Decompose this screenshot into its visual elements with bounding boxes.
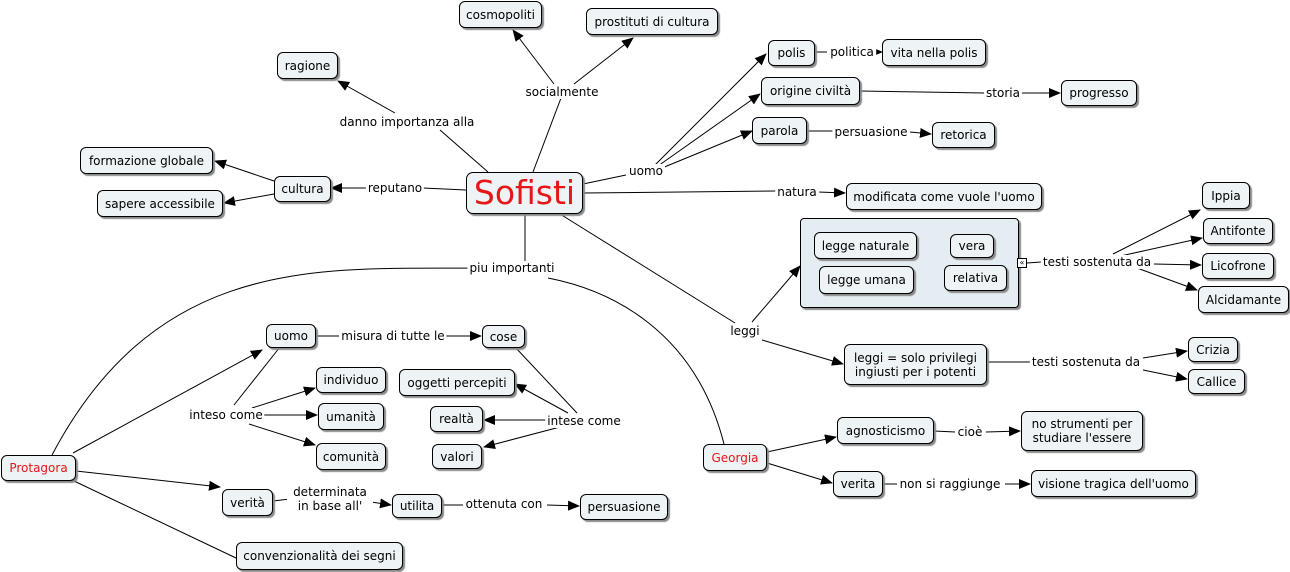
node-ippia[interactable]: Ippia [1202, 182, 1250, 209]
node-vita-nella-polis[interactable]: vita nella polis [882, 39, 986, 66]
link-label-socialmente: socialmente [523, 85, 601, 99]
node-individuo[interactable]: individuo [316, 367, 386, 393]
node-umanita[interactable]: umanità [318, 403, 384, 430]
link-label-natura: natura [775, 185, 819, 199]
link-label-piu-importanti: piu importanti [467, 261, 557, 275]
link-label-inteso-come: inteso come [187, 408, 265, 422]
node-crizia[interactable]: Crizia [1188, 337, 1238, 362]
link-label-reputano: reputano [365, 181, 425, 195]
node-persuasione-protagora[interactable]: persuasione [580, 494, 668, 520]
node-georgia[interactable]: Georgia [703, 444, 767, 471]
node-uomo-protagora[interactable]: uomo [266, 324, 316, 348]
node-verita-georgia[interactable]: verita [833, 471, 883, 497]
node-valori[interactable]: valori [432, 444, 482, 469]
node-modificata[interactable]: modificata come vuole l'uomo [846, 183, 1042, 210]
node-legge-naturale[interactable]: legge naturale [814, 232, 917, 259]
node-progresso[interactable]: progresso [1061, 80, 1137, 106]
node-relativa[interactable]: relativa [944, 265, 1007, 291]
node-comunita[interactable]: comunità [316, 443, 386, 470]
node-realta[interactable]: realtà [430, 406, 483, 432]
node-parola[interactable]: parola [752, 117, 807, 144]
link-label-danno-importanza: danno importanza alla [337, 115, 477, 129]
node-convenzionalita[interactable]: convenzionalità dei segni [236, 542, 403, 570]
node-antifonte[interactable]: Antifonte [1203, 218, 1273, 244]
node-leggi-privilegi[interactable]: leggi = solo privilegi ingiusti per i po… [844, 344, 987, 385]
node-callice[interactable]: Callice [1188, 369, 1245, 394]
node-polis[interactable]: polis [768, 40, 815, 66]
collapse-icon[interactable]: « [1017, 258, 1027, 268]
link-label-ottenuta-con: ottenuta con [463, 497, 545, 511]
link-label-cioe: cioè [955, 425, 985, 439]
node-sofisti[interactable]: Sofisti [466, 172, 583, 214]
link-label-non-si-raggiunge: non si raggiunge [897, 477, 1003, 491]
link-label-testi-sostenuta-2: testi sostenuta da [1029, 355, 1143, 369]
node-oggetti-percepiti[interactable]: oggetti percepiti [399, 369, 515, 396]
node-origine-civilta[interactable]: origine civiltà [761, 77, 860, 105]
node-no-strumenti[interactable]: no strumenti per studiare l'essere [1021, 411, 1143, 451]
node-verita-protagora[interactable]: verità [222, 489, 273, 516]
node-protagora[interactable]: Protagora [1, 455, 76, 481]
node-ragione[interactable]: ragione [277, 52, 338, 79]
link-label-testi-sostenuta-1: testi sostenuta da [1040, 255, 1154, 269]
node-licofrone[interactable]: Licofrone [1202, 253, 1274, 279]
node-utilita[interactable]: utilita [392, 494, 442, 518]
node-alcidamante[interactable]: Alcidamante [1198, 286, 1289, 313]
link-label-uomo: uomo [627, 164, 665, 178]
node-visione-tragica[interactable]: visione tragica dell'uomo [1031, 470, 1196, 497]
node-agnosticismo[interactable]: agnosticismo [837, 417, 934, 444]
link-label-storia: storia [984, 86, 1022, 100]
link-label-intese-come: intese come [545, 414, 623, 428]
link-label-determinata: determinata in base all' [287, 485, 373, 513]
node-cosmopoliti[interactable]: cosmopoliti [459, 1, 542, 28]
node-cose[interactable]: cose [482, 325, 525, 348]
node-retorica[interactable]: retorica [932, 122, 995, 148]
node-prostituti-di-cultura[interactable]: prostituti di cultura [586, 8, 718, 35]
node-legge-umana[interactable]: legge umana [819, 266, 914, 294]
node-formazione-globale[interactable]: formazione globale [80, 147, 213, 174]
link-label-politica: politica [828, 45, 876, 59]
node-sapere-accessibile[interactable]: sapere accessibile [97, 190, 223, 217]
node-cultura[interactable]: cultura [274, 176, 331, 202]
link-label-leggi: leggi [728, 324, 762, 338]
link-label-persuasione: persuasione [832, 125, 910, 139]
link-label-misura: misura di tutte le [339, 329, 447, 343]
node-vera[interactable]: vera [950, 234, 994, 258]
